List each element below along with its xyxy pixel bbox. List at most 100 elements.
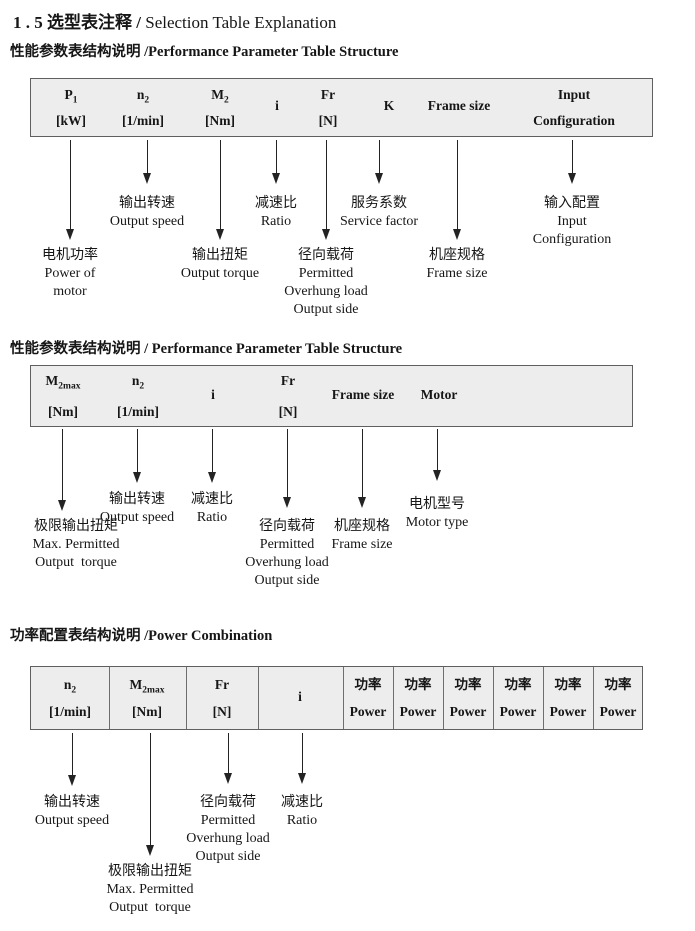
section-heading-3: 功率配置表结构说明 /Power Combination: [10, 624, 272, 645]
callout-line: Max. Permitted: [106, 882, 194, 897]
header-symbol-subscript: 2: [71, 685, 77, 696]
callout-line: 输入配置: [543, 196, 600, 211]
column-divider: [393, 667, 394, 729]
header-symbol: Fr: [215, 677, 229, 696]
callout-line: Output side: [293, 302, 359, 317]
header-symbol: i: [275, 98, 279, 117]
page-title: 1 . 5 选型表注释 / Selection Table Explanatio…: [13, 8, 336, 33]
header-symbol: M2max: [46, 373, 81, 392]
arrow-frame-size: [357, 429, 366, 508]
header-unit: [1/min]: [122, 112, 164, 128]
header-symbol-text: M: [211, 87, 224, 103]
header-symbol-text: Fr: [320, 87, 336, 103]
header-symbol: n2: [132, 373, 144, 392]
section-heading-en: /Power Combination: [144, 628, 273, 644]
header-unit: [N]: [278, 403, 298, 419]
callout-line: Max. Permitted: [32, 537, 120, 552]
header-symbol-text: Frame size: [427, 98, 491, 114]
header-unit: Power: [499, 703, 537, 719]
header-cell-m2: M2 [Nm]: [205, 79, 235, 136]
arrow-overhung-load: [282, 429, 291, 508]
header-cell-k: K: [384, 79, 395, 136]
arrow-service-factor: [374, 140, 383, 184]
callout-line: 电机型号: [408, 497, 465, 512]
header-symbol: Frame size: [332, 387, 395, 406]
header-cell-n2: n2[1/min]: [49, 667, 91, 729]
arrow-max-output-torque: [145, 733, 154, 856]
header-symbol: n2: [137, 87, 149, 106]
header-symbol-text: i: [298, 688, 302, 704]
header-symbol: 功率: [404, 677, 431, 696]
arrow-ratio: [271, 140, 280, 184]
header-unit: [kW]: [56, 112, 86, 128]
header-unit: Power: [549, 703, 587, 719]
header-symbol: i: [211, 387, 215, 406]
arrow-frame-size: [452, 140, 461, 240]
header-symbol-subscript: 2: [224, 95, 229, 106]
header-unit: Power: [349, 703, 387, 719]
callout-line: 输出转速: [43, 795, 100, 810]
header-symbol-text: 功率: [404, 677, 432, 693]
section-heading-zh: 功率配置表结构说明: [10, 628, 145, 644]
callout-line: Permitted: [298, 266, 354, 281]
callout-line: Output torque: [109, 900, 191, 915]
header-unit: [1/min]: [117, 403, 159, 419]
header-symbol: 功率: [554, 677, 581, 696]
header-cell-m2max: M2max [Nm]: [46, 366, 81, 426]
header-cell-m2max: M2max[Nm]: [130, 667, 165, 729]
header-symbol-subscript: 2: [144, 95, 150, 106]
header-symbol: M2: [211, 87, 229, 106]
callout-line: Output speed: [99, 510, 175, 525]
column-divider: [493, 667, 494, 729]
callout-line: Overhung load: [186, 831, 270, 846]
header-cell-fr: Fr[N]: [319, 79, 338, 136]
column-divider: [258, 667, 259, 729]
header-symbol-text: 功率: [554, 677, 582, 693]
column-divider: [443, 667, 444, 729]
header-symbol: M2max: [130, 677, 165, 696]
callout-line: Overhung load: [284, 284, 368, 299]
arrow-output-speed: [67, 733, 76, 786]
header-cell-power-4: 功率 Power: [500, 667, 537, 729]
callout-line: Ratio: [260, 214, 292, 229]
header-unit: [Nm]: [205, 112, 235, 128]
callout-line: Output side: [254, 573, 320, 588]
callout-line: 输出转速: [108, 492, 165, 507]
callout-line: Overhung load: [245, 555, 329, 570]
callout-line: 机座规格: [429, 248, 485, 263]
header-symbol-text: n: [136, 87, 145, 103]
callout-line: Permitted: [259, 537, 315, 552]
arrow-overhung-load: [223, 733, 232, 784]
header-symbol-text: n: [63, 677, 72, 693]
section-heading-zh: 性能参数表结构说明: [10, 44, 145, 60]
header-symbol-text: Fr: [280, 373, 296, 389]
header-cell-frame-size: Frame size: [332, 366, 395, 426]
callout-line: 径向载荷: [298, 248, 354, 263]
section-heading-1: 性能参数表结构说明 /Performance Parameter Table S…: [10, 40, 398, 61]
arrow-overhung-load: [321, 140, 330, 240]
header-symbol: P1: [65, 87, 78, 106]
callout-line: 极限输出扭矩: [33, 519, 118, 534]
header-symbol: 功率: [504, 677, 531, 696]
header-cell-i: i: [275, 79, 279, 136]
header-unit: [Nm]: [47, 403, 78, 419]
header-cell-n2: n2 [1/min]: [122, 79, 164, 136]
header-symbol-subscript: 2max: [142, 685, 165, 696]
header-symbol-text: i: [211, 386, 215, 402]
header-symbol-text: Input: [557, 87, 591, 103]
column-divider: [593, 667, 594, 729]
header-symbol: Fr: [281, 373, 295, 392]
header-cell-n2: n2 [1/min]: [117, 366, 159, 426]
callout-line: Output side: [195, 849, 261, 864]
header-cell-i: i: [211, 366, 215, 426]
arrow-ratio: [207, 429, 216, 483]
callout-line: Frame size: [426, 266, 488, 281]
